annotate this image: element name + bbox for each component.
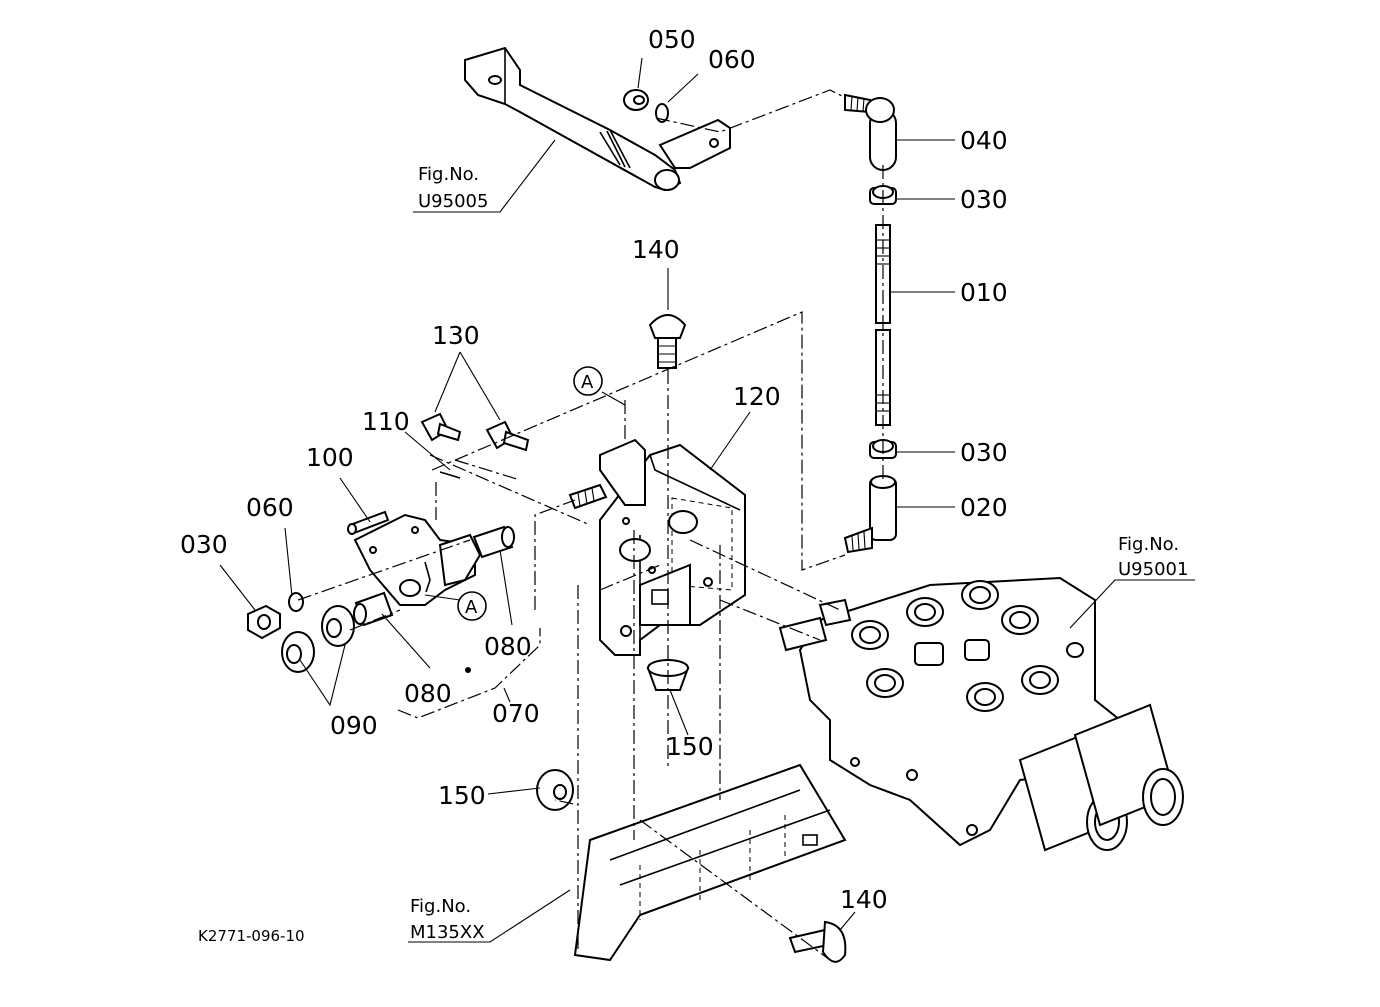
bolt-130-left <box>420 412 462 442</box>
bolt-140-top <box>648 314 687 369</box>
callout-130: 130 <box>432 321 480 350</box>
group-bracket-070 <box>397 628 541 719</box>
collar-080-lower <box>353 591 394 627</box>
callout-020: 020 <box>960 493 1008 522</box>
figref-u95005-number: U95005 <box>418 191 488 212</box>
centerline-upper <box>655 89 851 133</box>
washer-060-left <box>288 592 304 612</box>
callout-120: 120 <box>733 382 781 411</box>
figref-m135xx-label: Fig.No. <box>410 896 471 917</box>
assembly-centerlines <box>297 311 846 961</box>
marker-a-top-circle <box>573 366 603 396</box>
callout-030-top: 030 <box>960 185 1008 214</box>
callout-030-mid: 030 <box>960 438 1008 467</box>
callout-140-top: 140 <box>632 235 680 264</box>
callout-150-left: 150 <box>438 781 486 810</box>
grease-point-dot <box>465 667 471 673</box>
washer-060-top <box>655 103 669 123</box>
frame-section <box>573 763 847 962</box>
spring-pin-110 <box>439 471 461 479</box>
bolt-130-right <box>485 420 530 452</box>
callout-040: 040 <box>960 126 1008 155</box>
callout-010: 010 <box>960 278 1008 307</box>
callout-060-left: 060 <box>246 493 294 522</box>
upper-shaft-assembly <box>464 46 731 192</box>
callout-070: 070 <box>492 699 540 728</box>
callout-090: 090 <box>330 711 378 740</box>
nut-030-left <box>247 604 281 640</box>
marker-a-bottom-circle <box>457 591 487 621</box>
callout-050: 050 <box>648 25 696 54</box>
callout-080-left: 080 <box>404 679 452 708</box>
callout-140-bottom: 140 <box>840 885 888 914</box>
callout-030-left: 030 <box>180 530 228 559</box>
bolt-140-bottom <box>788 920 847 963</box>
nut-050 <box>623 89 649 111</box>
bushing-150-left <box>536 769 574 811</box>
marker-a-top: A <box>581 372 594 393</box>
ball-joint-020 <box>843 475 897 554</box>
lever-plate <box>353 513 482 606</box>
figref-u95001-number: U95001 <box>1118 559 1188 580</box>
figref-u95001-label: Fig.No. <box>1118 534 1179 555</box>
callout-150-mid: 150 <box>666 732 714 761</box>
nut-090-right <box>321 605 355 647</box>
drawing-number: K2771-096-10 <box>198 927 305 945</box>
callout-080-right: 080 <box>484 632 532 661</box>
leader-lines <box>219 57 1195 943</box>
marker-a-bottom: A <box>465 597 478 618</box>
bracket-120 <box>568 438 746 656</box>
figref-u95005-label: Fig.No. <box>418 164 479 185</box>
ball-joint-040 <box>844 93 897 171</box>
callout-labels: 050 060 040 030 140 010 130 120 110 030 … <box>180 25 1188 945</box>
callout-110: 110 <box>362 407 410 436</box>
nut-090-left <box>281 631 315 673</box>
callout-060-top: 060 <box>708 45 756 74</box>
collar-080-upper <box>472 525 515 559</box>
figref-m135xx-number: M135XX <box>410 922 485 943</box>
callout-100: 100 <box>306 443 354 472</box>
control-valve-block <box>778 576 1184 852</box>
pin-100 <box>347 510 390 535</box>
